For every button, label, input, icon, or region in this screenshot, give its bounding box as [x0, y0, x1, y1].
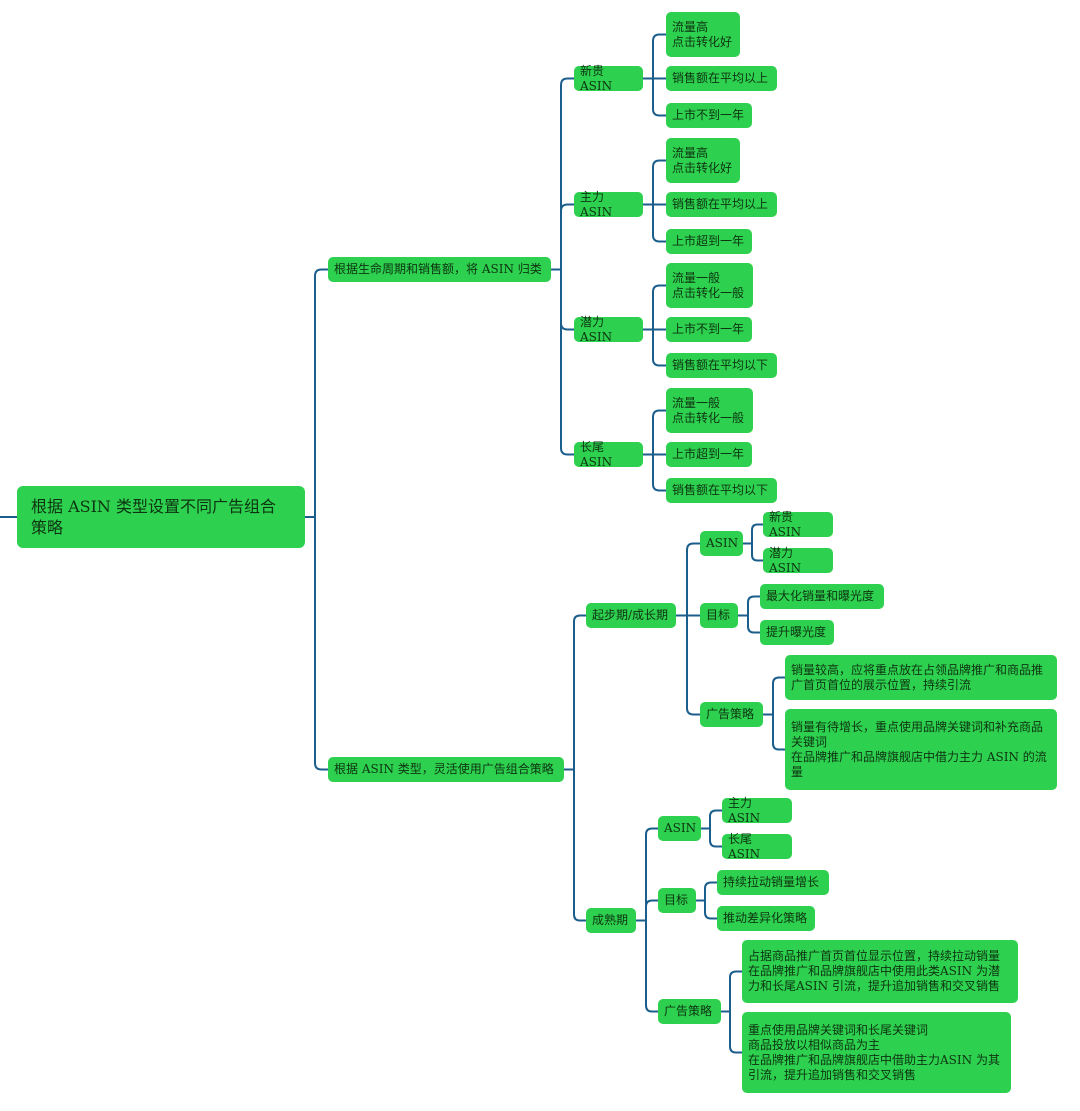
- connector-branch: [652, 33, 666, 79]
- connector-branch: [751, 523, 763, 544]
- leaf-strategy[interactable]: 重点使用品牌关键词和长尾关键词 商品投放以相似商品为主 在品牌推广和品牌旗舰店中…: [742, 1012, 1011, 1093]
- leaf-sales[interactable]: 销售额在平均以上: [666, 66, 777, 91]
- connector-branch: [645, 899, 658, 921]
- topic-asin[interactable]: ASIN: [700, 531, 743, 556]
- connector-branch: [772, 676, 785, 715]
- topic-mature-stage[interactable]: 成熟期: [586, 908, 636, 933]
- leaf-traffic[interactable]: 流量高 点击转化好: [666, 12, 740, 57]
- leaf-sales[interactable]: 销售额在平均以下: [666, 478, 777, 503]
- connector-branch: [729, 1011, 742, 1054]
- connector-branch: [560, 269, 574, 331]
- leaf-launch-age[interactable]: 上市不到一年: [666, 103, 752, 128]
- connector-branch: [709, 809, 722, 829]
- connector-branch: [747, 615, 760, 634]
- leaf-sales[interactable]: 销售额在平均以上: [666, 192, 777, 217]
- connector-branch: [686, 542, 700, 616]
- leaf-launch-age[interactable]: 上市超到一年: [666, 442, 752, 467]
- connector-branch: [560, 77, 574, 270]
- topic-potential-asin[interactable]: 潜力 ASIN: [574, 315, 643, 344]
- connector-branch: [772, 714, 785, 751]
- connector-branch: [652, 454, 666, 492]
- topic-growth-stage[interactable]: 起步期/成长期: [586, 603, 676, 628]
- topic-ad-strategy[interactable]: 广告策略: [700, 702, 763, 727]
- leaf-goal[interactable]: 提升曝光度: [760, 620, 834, 645]
- connector-branch: [704, 881, 717, 901]
- topic-main-asin[interactable]: 主力 ASIN: [574, 190, 643, 219]
- branch-ad-strategy[interactable]: 根据 ASIN 类型，灵活使用广告组合策略: [328, 757, 564, 782]
- connector-branch: [652, 329, 666, 367]
- leaf-strategy[interactable]: 占据商品推广首页首位显示位置，持续拉动销量 在品牌推广和品牌旗舰店中使用此类AS…: [742, 940, 1018, 1003]
- connector-branch: [709, 828, 722, 848]
- leaf-traffic[interactable]: 流量一般 点击转化一般: [666, 388, 753, 433]
- leaf-sales[interactable]: 销售额在平均以下: [666, 353, 777, 378]
- leaf-traffic[interactable]: 流量高 点击转化好: [666, 138, 740, 183]
- branch-lifecycle-classification[interactable]: 根据生命周期和销售额，将 ASIN 归类: [328, 257, 551, 282]
- topic-goal[interactable]: 目标: [658, 888, 696, 913]
- root-topic[interactable]: 根据 ASIN 类型设置不同广告组合策略: [17, 486, 305, 548]
- connector-branch: [652, 284, 666, 330]
- topic-asin[interactable]: ASIN: [658, 816, 701, 841]
- leaf-launch-age[interactable]: 上市超到一年: [666, 229, 752, 254]
- leaf-goal[interactable]: 推动差异化策略: [717, 906, 815, 931]
- leaf-asin-type[interactable]: 潜力 ASIN: [763, 546, 833, 575]
- connector-branch: [751, 543, 763, 562]
- connector-branch: [314, 268, 328, 517]
- connector-branch: [686, 615, 700, 716]
- leaf-launch-age[interactable]: 上市不到一年: [666, 317, 752, 342]
- connector-branch: [747, 595, 760, 616]
- topic-ad-strategy[interactable]: 广告策略: [658, 999, 721, 1024]
- leaf-strategy[interactable]: 销量较高，应将重点放在占领品牌推广和商品推 广首页首位的展示位置，持续引流: [785, 655, 1057, 700]
- connector-branch: [652, 409, 666, 455]
- connector-branch: [573, 614, 586, 770]
- connector-branch: [645, 920, 658, 1013]
- connector-branch: [652, 78, 666, 117]
- connector-branch: [729, 970, 742, 1012]
- connector-branch: [652, 204, 666, 243]
- connector-branch: [704, 900, 717, 920]
- leaf-strategy[interactable]: 销量有待增长，重点使用品牌关键词和补充商品 关键词 在品牌推广和品牌旗舰店中借力…: [785, 709, 1057, 790]
- leaf-goal[interactable]: 最大化销量和曝光度: [760, 584, 884, 609]
- connector-branch: [560, 269, 574, 456]
- connector-branch: [560, 203, 574, 270]
- leaf-asin-type[interactable]: 长尾 ASIN: [722, 832, 792, 861]
- leaf-goal[interactable]: 持续拉动销量增长: [717, 870, 829, 895]
- topic-new-asin[interactable]: 新贵 ASIN: [574, 64, 643, 93]
- connector-branch: [314, 517, 328, 771]
- connector-branch: [645, 827, 658, 921]
- leaf-traffic[interactable]: 流量一般 点击转化一般: [666, 263, 753, 308]
- connector-branch: [652, 159, 666, 205]
- connector-branch: [573, 769, 586, 922]
- topic-longtail-asin[interactable]: 长尾 ASIN: [574, 440, 643, 469]
- topic-goal[interactable]: 目标: [700, 603, 738, 628]
- leaf-asin-type[interactable]: 新贵 ASIN: [763, 510, 833, 539]
- leaf-asin-type[interactable]: 主力 ASIN: [722, 796, 792, 825]
